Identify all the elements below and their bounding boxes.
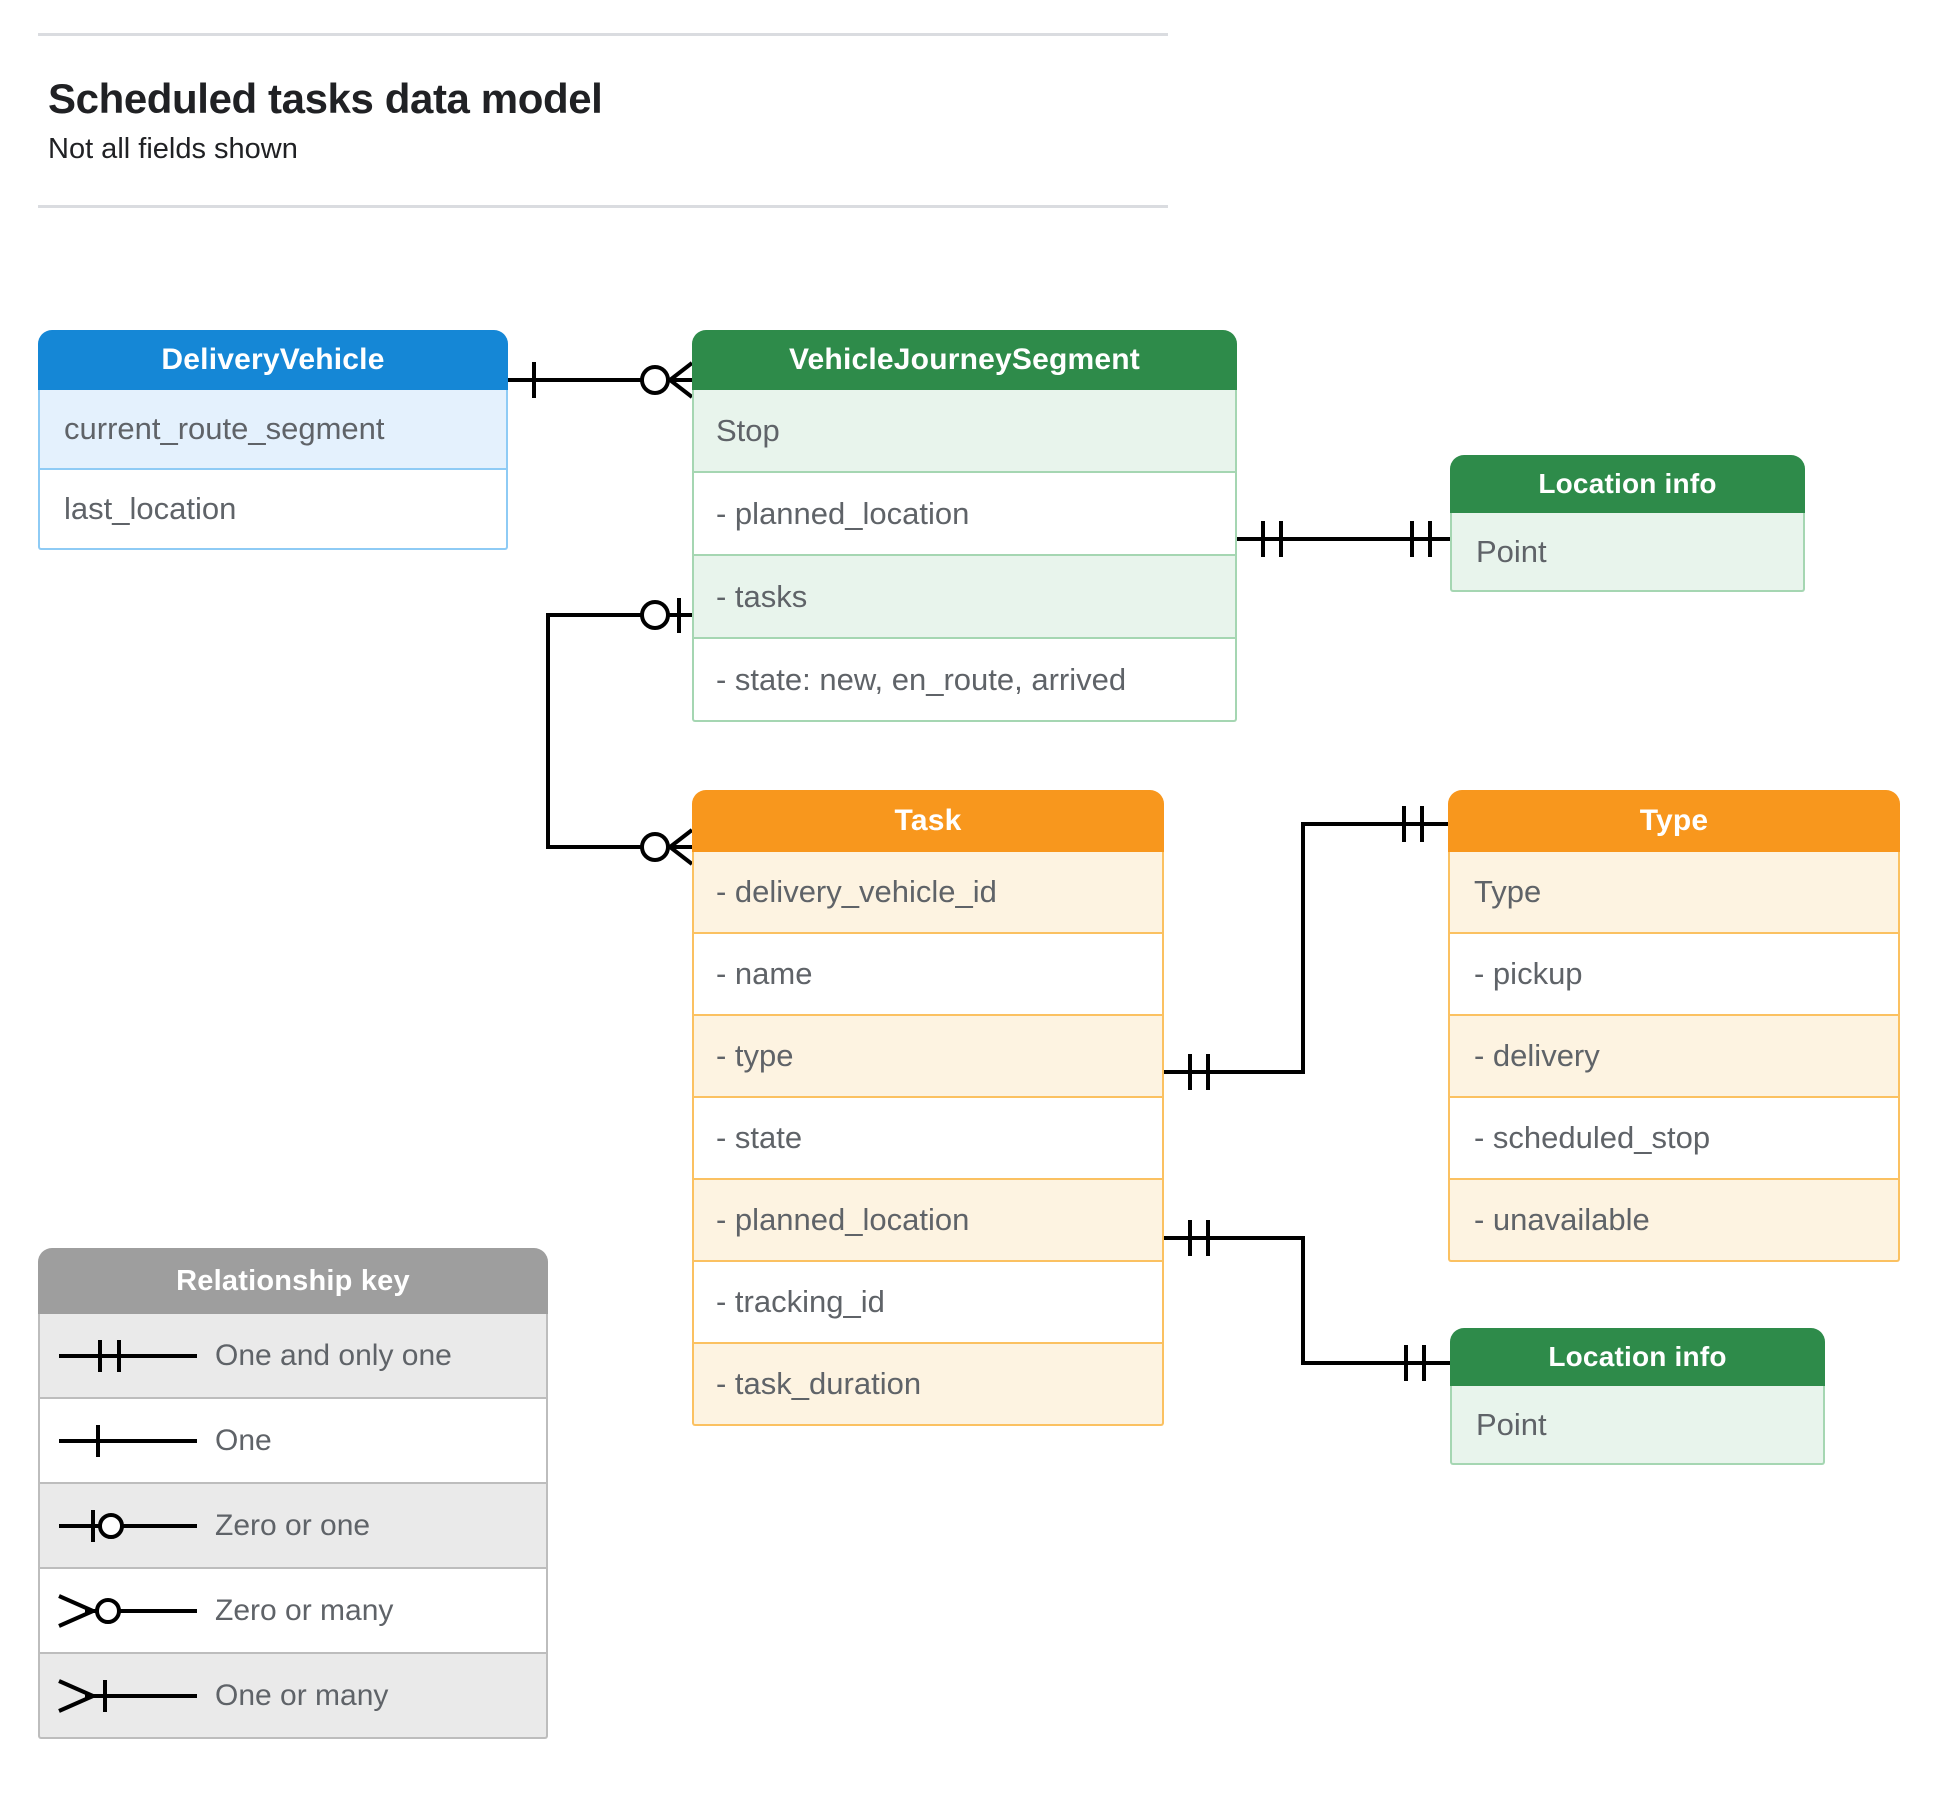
legend-item-one: One (38, 1399, 548, 1484)
entity-type[interactable]: Type Type - pickup - delivery - schedule… (1448, 790, 1900, 1262)
field-row: - planned_location (692, 473, 1237, 556)
one-icon (40, 1421, 215, 1461)
page-title: Scheduled tasks data model (48, 75, 603, 122)
zero-or-one-icon (40, 1506, 215, 1546)
entity-title-task: Task (692, 790, 1164, 852)
legend-label: One (215, 1423, 272, 1457)
one-or-many-icon (40, 1676, 215, 1716)
field-row: Point (1450, 513, 1805, 592)
legend-item-zero-or-many: Zero or many (38, 1569, 548, 1654)
entity-title-type: Type (1448, 790, 1900, 852)
entity-title-location-info-bottom: Location info (1450, 1328, 1825, 1386)
entity-title-vehicle-journey-segment: VehicleJourneySegment (692, 330, 1237, 390)
field-row: - delivery_vehicle_id (692, 852, 1164, 934)
field-row: - task_duration (692, 1344, 1164, 1426)
field-row: - scheduled_stop (1448, 1098, 1900, 1180)
entity-location-info-bottom[interactable]: Location info Point (1450, 1328, 1825, 1465)
field-row: Point (1450, 1386, 1825, 1465)
field-row: - unavailable (1448, 1180, 1900, 1262)
header-divider-bottom (38, 205, 1168, 208)
field-row: - state (692, 1098, 1164, 1180)
relationship-key-title: Relationship key (38, 1248, 548, 1314)
page-subtitle: Not all fields shown (48, 133, 298, 165)
entity-title-delivery-vehicle: DeliveryVehicle (38, 330, 508, 390)
one-and-only-one-icon (40, 1336, 215, 1376)
legend-label: One or many (215, 1678, 389, 1712)
entity-location-info-top[interactable]: Location info Point (1450, 455, 1805, 592)
legend-item-one-and-only-one: One and only one (38, 1314, 548, 1399)
field-row: - state: new, en_route, arrived (692, 639, 1237, 722)
entity-task[interactable]: Task - delivery_vehicle_id - name - type… (692, 790, 1164, 1426)
legend-item-zero-or-one: Zero or one (38, 1484, 548, 1569)
field-row: - type (692, 1016, 1164, 1098)
entity-delivery-vehicle[interactable]: DeliveryVehicle current_route_segment la… (38, 330, 508, 550)
header-divider-top (38, 33, 1168, 36)
field-row: Type (1448, 852, 1900, 934)
field-row: - name (692, 934, 1164, 1016)
field-row: - pickup (1448, 934, 1900, 1016)
field-row: Stop (692, 390, 1237, 473)
relationship-key-legend[interactable]: Relationship key One and only one (38, 1248, 548, 1739)
field-row: last_location (38, 470, 508, 550)
legend-label: One and only one (215, 1338, 452, 1372)
field-row: - tracking_id (692, 1262, 1164, 1344)
zero-or-many-icon (40, 1591, 215, 1631)
legend-label: Zero or many (215, 1593, 394, 1627)
field-row: - delivery (1448, 1016, 1900, 1098)
entity-title-location-info-top: Location info (1450, 455, 1805, 513)
entity-vehicle-journey-segment[interactable]: VehicleJourneySegment Stop - planned_loc… (692, 330, 1237, 722)
field-row: current_route_segment (38, 390, 508, 470)
field-row: - planned_location (692, 1180, 1164, 1262)
legend-label: Zero or one (215, 1508, 371, 1542)
legend-item-one-or-many: One or many (38, 1654, 548, 1739)
field-row: - tasks (692, 556, 1237, 639)
